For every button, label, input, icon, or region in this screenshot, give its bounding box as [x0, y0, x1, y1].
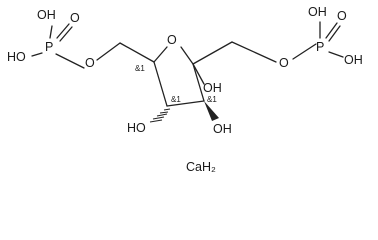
bond-c5-o-ring [153, 46, 168, 63]
atom-p-left-o-double: O [70, 11, 80, 25]
bond-p-left-o-double-b [56, 23, 70, 39]
atom-oh-c3: OH [213, 122, 232, 136]
bond-c4-c5 [153, 61, 168, 107]
bond-c2-c3 [192, 63, 205, 102]
counterion-label: CaH₂ [186, 160, 216, 174]
atom-p-right-oh-right: OH [344, 53, 363, 67]
bond-p-left-o-double-a [59, 26, 73, 42]
structure-diagram: OH O P HO O O OH O OH O P OH HO OH &1 &1… [7, 5, 363, 174]
stereo-label-c3: &1 [207, 95, 217, 104]
bond-p-right-oh-right [328, 51, 344, 58]
atom-oh-c4: HO [127, 121, 146, 135]
bond-p-left-ho [31, 52, 43, 57]
stereo-label-c5: &1 [135, 64, 145, 73]
bond-o-ring-c2 [180, 46, 194, 65]
stereo-label-c4: &1 [171, 95, 181, 104]
atom-o-ring: O [167, 33, 177, 47]
atom-p-left-oh-top: OH [37, 8, 56, 22]
atom-p-left: P [45, 40, 53, 54]
bond-p-right-o-double-a [328, 25, 341, 42]
bond-o-ester-right-p [292, 43, 317, 60]
bond-p-left-o-ester [55, 53, 85, 69]
atom-p-left-ho: HO [7, 50, 26, 64]
bond-c3-c4 [166, 100, 205, 107]
atom-p-right-o-double: O [337, 9, 347, 23]
bond-c2-oh [192, 63, 205, 85]
bond-ch2-c5 [119, 42, 155, 63]
atom-o-ester-right: O [279, 56, 289, 70]
bond-o-ester-left-ch2 [96, 42, 121, 61]
bond-p-right-o-double-b [325, 22, 338, 39]
atom-o-ester-left: O [85, 56, 95, 70]
hashed-bond-c4-oh [149, 108, 171, 123]
atom-p-right-oh-top: OH [308, 5, 327, 19]
atom-oh-c2: OH [203, 81, 222, 95]
atom-p-right: P [316, 40, 324, 54]
bond-p-left-oh-top [49, 25, 53, 39]
bond-c2-ch2-right [192, 41, 233, 65]
molecule-drawing: OH O P HO O O OH O OH O P OH HO OH &1 &1… [7, 5, 363, 174]
bond-ch2-o-ester-right [231, 41, 277, 63]
wedge-bond-c3-oh [204, 101, 219, 121]
